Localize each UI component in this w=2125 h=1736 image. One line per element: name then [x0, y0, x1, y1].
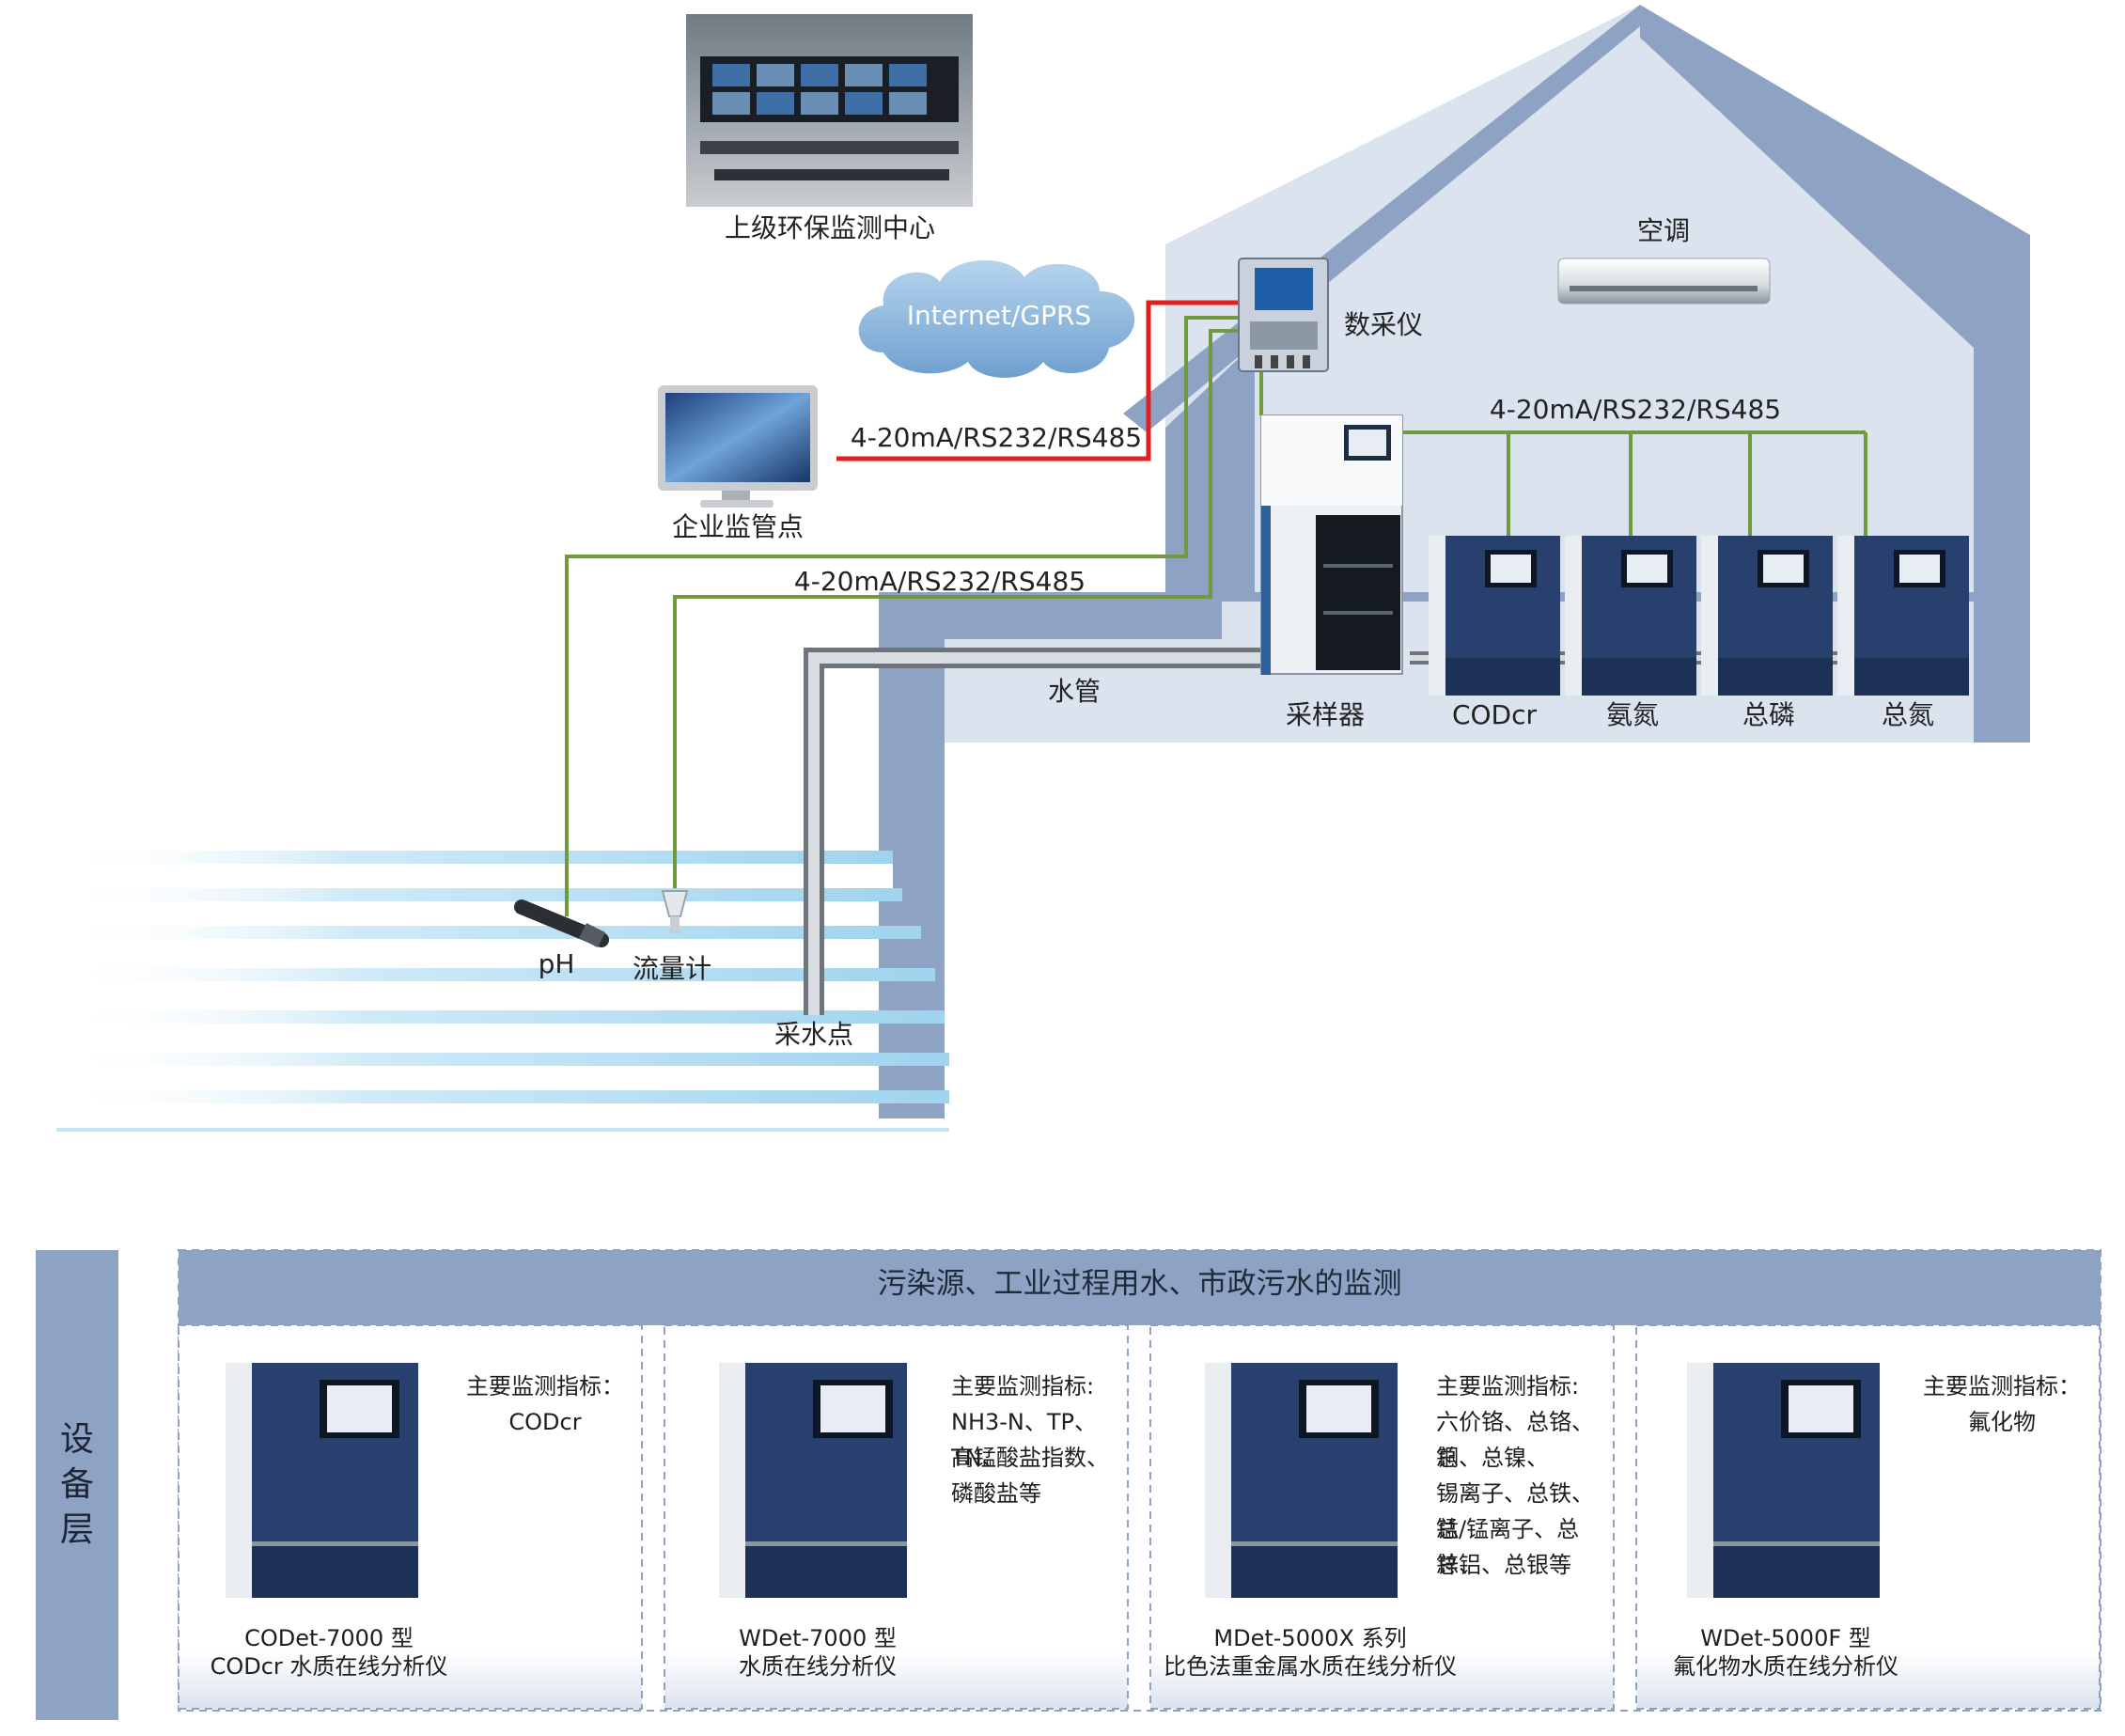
- indicator-line: 锡离子、总铁、总: [1436, 1480, 1594, 1542]
- house-roof-right: [1640, 5, 2030, 362]
- water-band: [56, 851, 893, 864]
- indicator-line: 锰/锰离子、总锌、: [1436, 1516, 1580, 1578]
- indicator-line: 六价铬、总铬、总: [1436, 1409, 1594, 1471]
- product-model: CODet-7000 型: [244, 1625, 414, 1651]
- indicator-line: CODcr: [508, 1409, 582, 1435]
- water-band: [56, 968, 935, 981]
- signal-label-analyzers: 4-20mA/RS232/RS485: [1490, 394, 1781, 425]
- indicator-line: 铜、总镍、: [1436, 1445, 1549, 1471]
- flowmeter: [661, 890, 689, 933]
- water-band: [56, 1128, 949, 1132]
- analyzer-label-tp: 总磷: [1742, 699, 1795, 730]
- analyzer-label-codcr: CODcr: [1452, 699, 1538, 730]
- indicator-title: 主要监测指标：: [466, 1373, 624, 1400]
- water-band: [56, 864, 893, 888]
- indicator-line: 总铝、总银等: [1436, 1552, 1571, 1578]
- product-model: MDet-5000X 系列: [1213, 1625, 1407, 1651]
- indicator-title: 主要监测指标:: [951, 1373, 1095, 1400]
- sampler-device: [1260, 414, 1403, 675]
- analyzer-row: [1429, 536, 1969, 696]
- ph-label: pH: [539, 948, 575, 979]
- green-line-flow: [673, 329, 1245, 888]
- product-model: WDet-5000F 型: [1700, 1625, 1871, 1651]
- side-label-char: 设: [59, 1420, 94, 1459]
- signal-label-enterprise: 4-20mA/RS232/RS485: [851, 422, 1142, 453]
- water-pipe-label: 水管: [1048, 676, 1101, 707]
- signal-label-field: 4-20mA/RS232/RS485: [794, 566, 1086, 597]
- monitoring-center-photo: [686, 14, 973, 207]
- indicator-title: 主要监测指标：: [1923, 1373, 2081, 1400]
- product-model: WDet-7000 型: [739, 1625, 897, 1651]
- product-image: [719, 1363, 907, 1598]
- side-label-char: 层: [59, 1510, 94, 1549]
- indicator-line: 高锰酸盐指数、: [951, 1445, 1109, 1471]
- product-image: [1205, 1363, 1398, 1598]
- enterprise-monitor: [658, 385, 818, 508]
- green-line-ph: [565, 316, 1245, 916]
- device-layer-header: 污染源、工业过程用水、市政污水的监测: [877, 1266, 1402, 1301]
- water-band: [56, 1053, 949, 1066]
- analyzer-device: [1837, 536, 1969, 696]
- air-conditioner-label: 空调: [1637, 215, 1690, 246]
- side-label-char: 备: [59, 1465, 94, 1504]
- analyzer-device: [1565, 536, 1696, 696]
- water-band: [56, 1090, 949, 1103]
- product-image: [1687, 1363, 1880, 1598]
- ph-probe: [514, 899, 609, 948]
- product-image: [226, 1363, 418, 1598]
- signal-lines: [565, 300, 1867, 916]
- analyzer-device: [1429, 536, 1560, 696]
- monitoring-center-label: 上级环保监测中心: [725, 212, 935, 243]
- red-signal-line: [836, 300, 1245, 461]
- data-collector-label: 数采仪: [1344, 309, 1423, 340]
- product-name: CODcr 水质在线分析仪: [210, 1653, 448, 1680]
- product-name: 氟化物水质在线分析仪: [1673, 1653, 1898, 1680]
- sampler-label: 采样器: [1286, 699, 1365, 730]
- water-band: [56, 926, 921, 939]
- sampling-point-label: 采水点: [774, 1019, 853, 1050]
- flowmeter-label: 流量计: [633, 953, 711, 984]
- data-collector: [1238, 258, 1329, 372]
- indicator-title: 主要监测指标:: [1436, 1373, 1580, 1400]
- internet-cloud: [858, 259, 1135, 378]
- water-body: [56, 851, 949, 1132]
- product-name: 水质在线分析仪: [739, 1653, 897, 1680]
- analyzer-label-tn: 总氮: [1882, 699, 1934, 730]
- indicator-line: NH3-N、TP、TN、: [951, 1409, 1098, 1471]
- analyzer-device: [1701, 536, 1833, 696]
- enterprise-station-label: 企业监管点: [672, 511, 804, 542]
- product-name: 比色法重金属水质在线分析仪: [1164, 1653, 1457, 1680]
- indicator-line: 氟化物: [1968, 1409, 2036, 1435]
- device-layer-side-label: 设 备 层: [36, 1250, 118, 1720]
- analyzer-label-ammonia: 氨氮: [1606, 699, 1659, 730]
- internet-label: Internet/GPRS: [907, 300, 1091, 331]
- water-band: [56, 888, 902, 901]
- water-band: [56, 1010, 945, 1024]
- indicator-line: 磷酸盐等: [951, 1480, 1041, 1507]
- air-conditioner: [1557, 258, 1771, 305]
